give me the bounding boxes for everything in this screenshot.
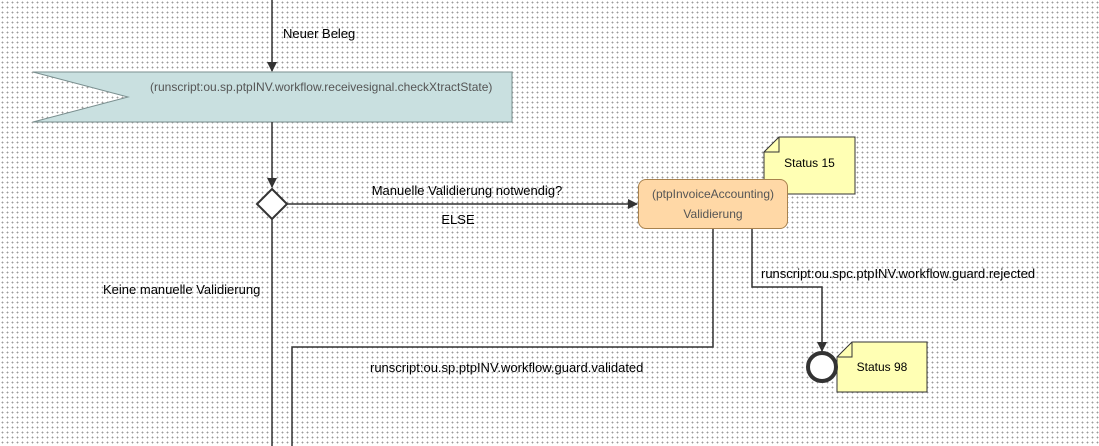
label-no-manual-validation: Keine manuelle Validierung (103, 282, 261, 297)
note-status-15: Status 15 (784, 156, 835, 170)
exclusive-gateway-diamond-icon[interactable] (255, 187, 289, 221)
flow-guard-validated[interactable] (291, 229, 714, 446)
note-fold-status-98 (837, 342, 853, 358)
label-else: ELSE (441, 212, 475, 227)
task-validierung[interactable]: (ptpInvoiceAccounting) Validierung (638, 179, 788, 229)
task-name-label: Validierung (683, 207, 743, 221)
note-shape-status-98 (836, 341, 928, 393)
receive-signal-label: (runscript:ou.sp.ptpINV.workflow.receive… (150, 80, 493, 94)
note-fold-status-15 (764, 137, 780, 153)
label-new-document: Neuer Beleg (283, 26, 356, 41)
label-guard-validated: runscript:ou.sp.ptpINV.workflow.guard.va… (370, 360, 644, 375)
note-status-98: Status 98 (856, 360, 908, 374)
task-type-label: (ptpInvoiceAccounting) (651, 187, 775, 201)
flow-guard-rejected[interactable] (751, 229, 827, 352)
label-guard-rejected: runscript:ou.spc.ptpINV.workflow.guard.r… (761, 266, 1036, 281)
label-manual-validation-needed: Manuelle Validierung notwendig? (371, 183, 563, 198)
note-shape-status-15 (763, 136, 856, 195)
end-event-circle-icon[interactable] (806, 351, 838, 383)
